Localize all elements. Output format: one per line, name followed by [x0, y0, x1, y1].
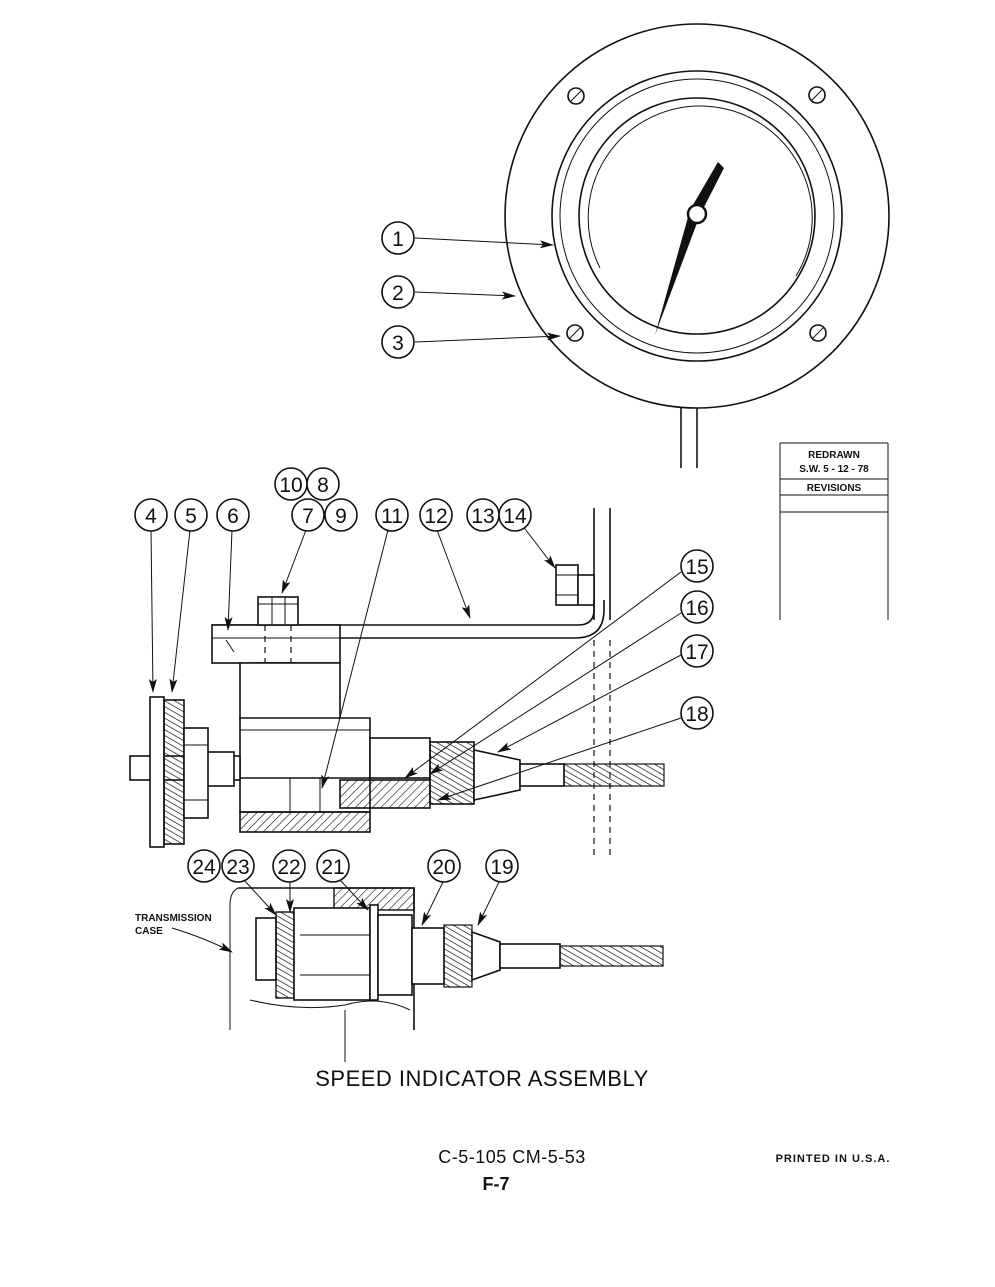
callout-24: 24	[187, 849, 221, 883]
printed-in-usa: PRINTED IN U.S.A.	[776, 1153, 891, 1165]
svg-text:13: 13	[471, 505, 494, 528]
callouts: 1 2 3 4 5 6 10 8 7 9 11 12 13 14 15 16 1…	[134, 221, 714, 883]
needle-hub	[686, 203, 708, 225]
svg-text:22: 22	[277, 856, 300, 879]
svg-text:16: 16	[685, 597, 708, 620]
svg-text:12: 12	[424, 505, 447, 528]
svg-text:24: 24	[192, 856, 216, 879]
revision-redrawn: REDRAWN	[808, 450, 860, 461]
svg-text:10: 10	[279, 474, 302, 497]
callout-7: 7	[291, 498, 325, 532]
screw-icon	[566, 324, 584, 342]
callout-22: 22	[272, 849, 306, 883]
callout-19: 19	[485, 849, 519, 883]
svg-text:18: 18	[685, 703, 708, 726]
svg-text:17: 17	[685, 641, 708, 664]
transmission-assembly	[229, 887, 664, 1062]
dial-scale-arc	[587, 105, 813, 277]
screw-icon	[567, 87, 585, 105]
svg-text:20: 20	[432, 856, 455, 879]
revision-box: REDRAWN S.W. 5 - 12 - 78 REVISIONS	[779, 442, 889, 620]
gauge-dial	[578, 97, 816, 335]
callout-4: 4	[134, 498, 168, 532]
callout-18: 18	[680, 696, 714, 730]
callout-2: 2	[381, 275, 415, 309]
drive-assembly	[129, 508, 665, 860]
callout-10: 10	[274, 467, 308, 501]
svg-text:9: 9	[335, 505, 347, 528]
svg-text:2: 2	[392, 282, 404, 305]
svg-text:1: 1	[392, 228, 404, 251]
svg-text:7: 7	[302, 505, 314, 528]
revisions-header: REVISIONS	[807, 483, 862, 494]
callout-6: 6	[216, 498, 250, 532]
svg-text:14: 14	[503, 505, 527, 528]
gauge-bezel-inner	[559, 78, 835, 354]
gauge	[504, 23, 890, 468]
callout-15: 15	[680, 549, 714, 583]
svg-text:6: 6	[227, 505, 239, 528]
callout-16: 16	[680, 590, 714, 624]
callout-1: 1	[381, 221, 415, 255]
callout-23: 23	[221, 849, 255, 883]
transmission-label-line1: TRANSMISSION	[135, 913, 212, 924]
svg-text:8: 8	[317, 474, 329, 497]
callout-14: 14	[498, 498, 532, 532]
svg-text:3: 3	[392, 332, 404, 355]
callout-12: 12	[419, 498, 453, 532]
transmission-label-line2: CASE	[135, 926, 163, 937]
svg-text:5: 5	[185, 505, 197, 528]
svg-text:19: 19	[490, 856, 513, 879]
page-title: SPEED INDICATOR ASSEMBLY	[315, 1066, 649, 1091]
callout-20: 20	[427, 849, 461, 883]
callout-21: 21	[316, 849, 350, 883]
gauge-needle	[655, 162, 724, 335]
screw-icon	[809, 324, 827, 342]
svg-text:11: 11	[381, 505, 403, 528]
leader-lines	[148, 237, 682, 953]
callout-5: 5	[174, 498, 208, 532]
callout-3: 3	[381, 325, 415, 359]
screw-icon	[808, 86, 826, 104]
callout-13: 13	[466, 498, 500, 532]
svg-text:15: 15	[685, 556, 708, 579]
revision-date: S.W. 5 - 12 - 78	[799, 464, 869, 475]
callout-8: 8	[306, 467, 340, 501]
page-number: F-7	[483, 1174, 510, 1194]
svg-text:21: 21	[321, 856, 344, 879]
svg-text:4: 4	[145, 505, 157, 528]
callout-17: 17	[680, 634, 714, 668]
svg-text:23: 23	[226, 856, 249, 879]
gauge-bezel	[551, 70, 843, 362]
callout-9: 9	[324, 498, 358, 532]
doc-code: C-5-105 CM-5-53	[438, 1147, 586, 1167]
callout-11: 11	[375, 498, 409, 532]
